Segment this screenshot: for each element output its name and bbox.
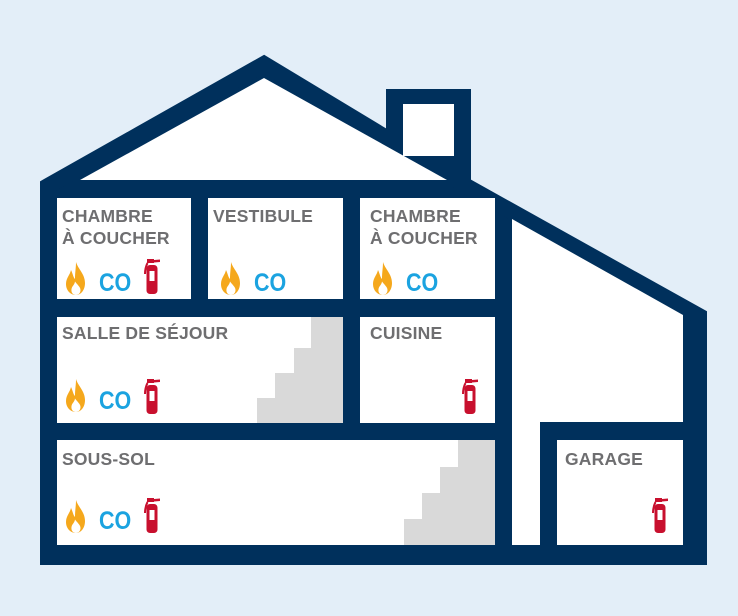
room-label-salle-de-sejour: SALLE DE SÉJOUR [62,323,229,343]
stairs-lower [404,440,495,545]
co-detector-label: CO [99,507,132,535]
co-detector-label: CO [99,269,132,297]
co-detector-label: CO [406,269,439,297]
co-detector-label: CO [254,269,287,297]
room-label-chambre-1: CHAMBRE À COUCHER [62,206,170,248]
stairs-upper [257,317,343,423]
room-label-vestibule: VESTIBULE [213,206,314,226]
room-label-sous-sol: SOUS-SOL [62,449,155,469]
co-detector-label: CO [99,387,132,415]
room-label-cuisine: CUISINE [370,323,443,343]
room-label-garage: GARAGE [565,449,644,469]
room-label-chambre-2: CHAMBRE À COUCHER [370,206,478,248]
